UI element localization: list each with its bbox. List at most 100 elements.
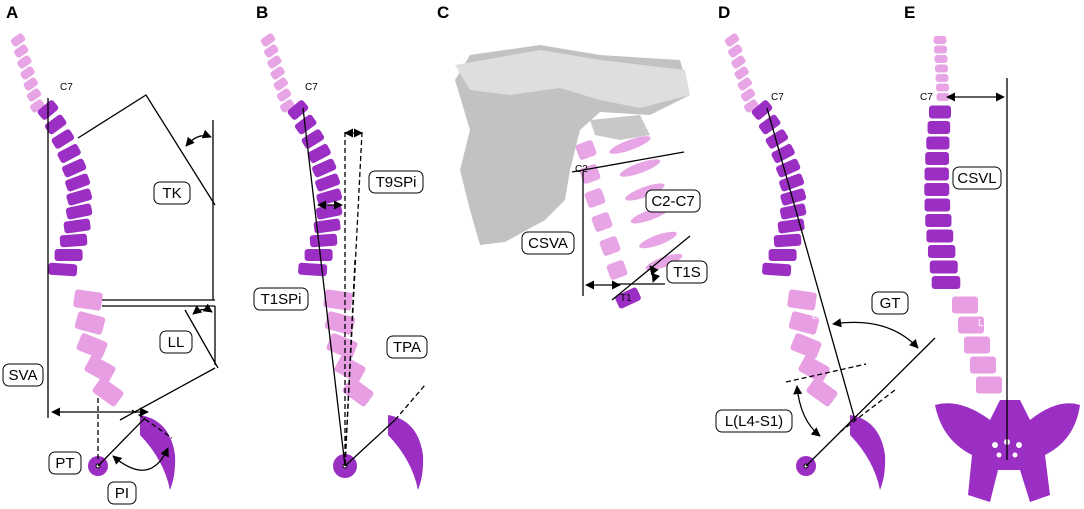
c2-label: C2 — [575, 164, 588, 175]
tag-tk: TK — [153, 181, 191, 205]
vertebra — [304, 249, 333, 261]
vertebra — [59, 233, 88, 248]
tag-ll4s1: L(L4-S1) — [715, 409, 793, 433]
vertebra — [591, 212, 613, 232]
vertebra — [298, 262, 328, 277]
panel-a: A C7 L1 TK LL SVA PT PI — [2, 3, 219, 505]
svg-text:L(L4-S1): L(L4-S1) — [725, 413, 783, 430]
vertebra — [23, 77, 38, 91]
tag-pt: PT — [48, 451, 82, 475]
vertebra — [30, 99, 45, 113]
l1-label: L1 — [812, 311, 824, 322]
vertebra — [771, 144, 795, 163]
vertebra — [62, 158, 87, 178]
vertebra — [74, 311, 106, 335]
vertebra — [762, 262, 792, 277]
tag-t1s: T1S — [666, 260, 708, 284]
vertebra — [606, 260, 628, 280]
vertebra — [267, 55, 282, 69]
svg-text:CSVA: CSVA — [528, 235, 568, 252]
l1-label: L1 — [356, 311, 368, 322]
vertebra — [929, 260, 958, 274]
vertebra — [57, 144, 81, 163]
tk-line-upper — [77, 94, 216, 206]
svg-text:LL: LL — [168, 334, 185, 351]
l1-label: L1 — [106, 311, 118, 322]
vertebra — [76, 333, 108, 359]
vertebra — [768, 249, 797, 261]
vertebra — [924, 167, 949, 181]
vertebra — [724, 33, 740, 47]
vertebra — [758, 114, 781, 135]
vertebra — [20, 66, 35, 80]
vertebra — [926, 136, 950, 150]
vertebra — [575, 140, 597, 160]
tag-tpa: TPA — [386, 335, 428, 359]
vertebra — [65, 203, 93, 220]
vertebra — [84, 355, 116, 383]
vertebra — [51, 129, 75, 149]
svg-text:TPA: TPA — [393, 339, 421, 356]
tag-gt: GT — [871, 291, 909, 315]
vertebra — [744, 99, 759, 113]
gt-line — [766, 107, 856, 421]
vertebra — [26, 88, 42, 102]
svg-text:TK: TK — [162, 185, 181, 202]
t1-label: T1 — [620, 293, 632, 304]
vertebra — [964, 336, 990, 354]
cervical-spine — [575, 136, 683, 309]
vertebra — [270, 66, 285, 80]
vertebra — [776, 158, 801, 178]
vertebra — [287, 100, 309, 120]
vertebra — [14, 44, 29, 58]
vertebra — [92, 377, 124, 407]
vertebra — [780, 188, 807, 206]
vertebra — [777, 218, 805, 234]
tag-csvl: CSVL — [952, 166, 1002, 190]
t1spi-line — [302, 107, 346, 467]
vertebra — [934, 55, 948, 63]
vertebra — [790, 333, 822, 359]
tag-ll: LL — [159, 330, 193, 354]
svg-text:PT: PT — [55, 455, 74, 472]
tk-angle-arrow — [185, 129, 212, 147]
vertebra — [924, 198, 951, 212]
panel-e-letter: E — [904, 3, 915, 22]
panel-d-spine — [724, 33, 886, 490]
panel-c-letter: C — [437, 3, 449, 22]
vertebra — [779, 173, 805, 192]
vertebra — [264, 44, 279, 58]
tag-pi: PI — [107, 481, 137, 505]
spinous-process — [625, 183, 665, 201]
vertebra — [929, 105, 951, 119]
vertebra — [773, 233, 802, 248]
vertebra — [976, 376, 1002, 394]
vertebra — [63, 218, 91, 234]
vertebra — [798, 355, 830, 383]
panel-d-letter: D — [718, 3, 730, 22]
vertebra — [276, 88, 292, 102]
vertebra — [936, 83, 949, 92]
vertebra — [280, 99, 295, 113]
vertebra — [925, 152, 950, 165]
vertebra — [728, 44, 743, 58]
vertebra — [599, 236, 621, 256]
vertebra — [48, 262, 78, 277]
panel-b: B C7 L1 T9SPi T1SPi TPA — [253, 3, 428, 490]
vertebra — [334, 355, 366, 383]
vertebra — [584, 188, 606, 208]
panel-e-spine — [924, 36, 1002, 394]
svg-text:T9SPi: T9SPi — [376, 174, 417, 191]
panel-c: C C2 T1 C2-C7 CSVA T1S — [437, 3, 708, 309]
svg-text:SVA: SVA — [9, 367, 38, 384]
vertebra — [54, 249, 83, 261]
sacrum — [388, 415, 424, 490]
c7-label: C7 — [60, 82, 73, 93]
panel-b-letter: B — [256, 3, 268, 22]
tag-t1spi: T1SPi — [253, 287, 309, 311]
vertebra — [615, 287, 641, 309]
vertebra — [779, 203, 807, 220]
tag-c2c7: C2-C7 — [645, 189, 701, 213]
vertebra — [935, 74, 949, 82]
